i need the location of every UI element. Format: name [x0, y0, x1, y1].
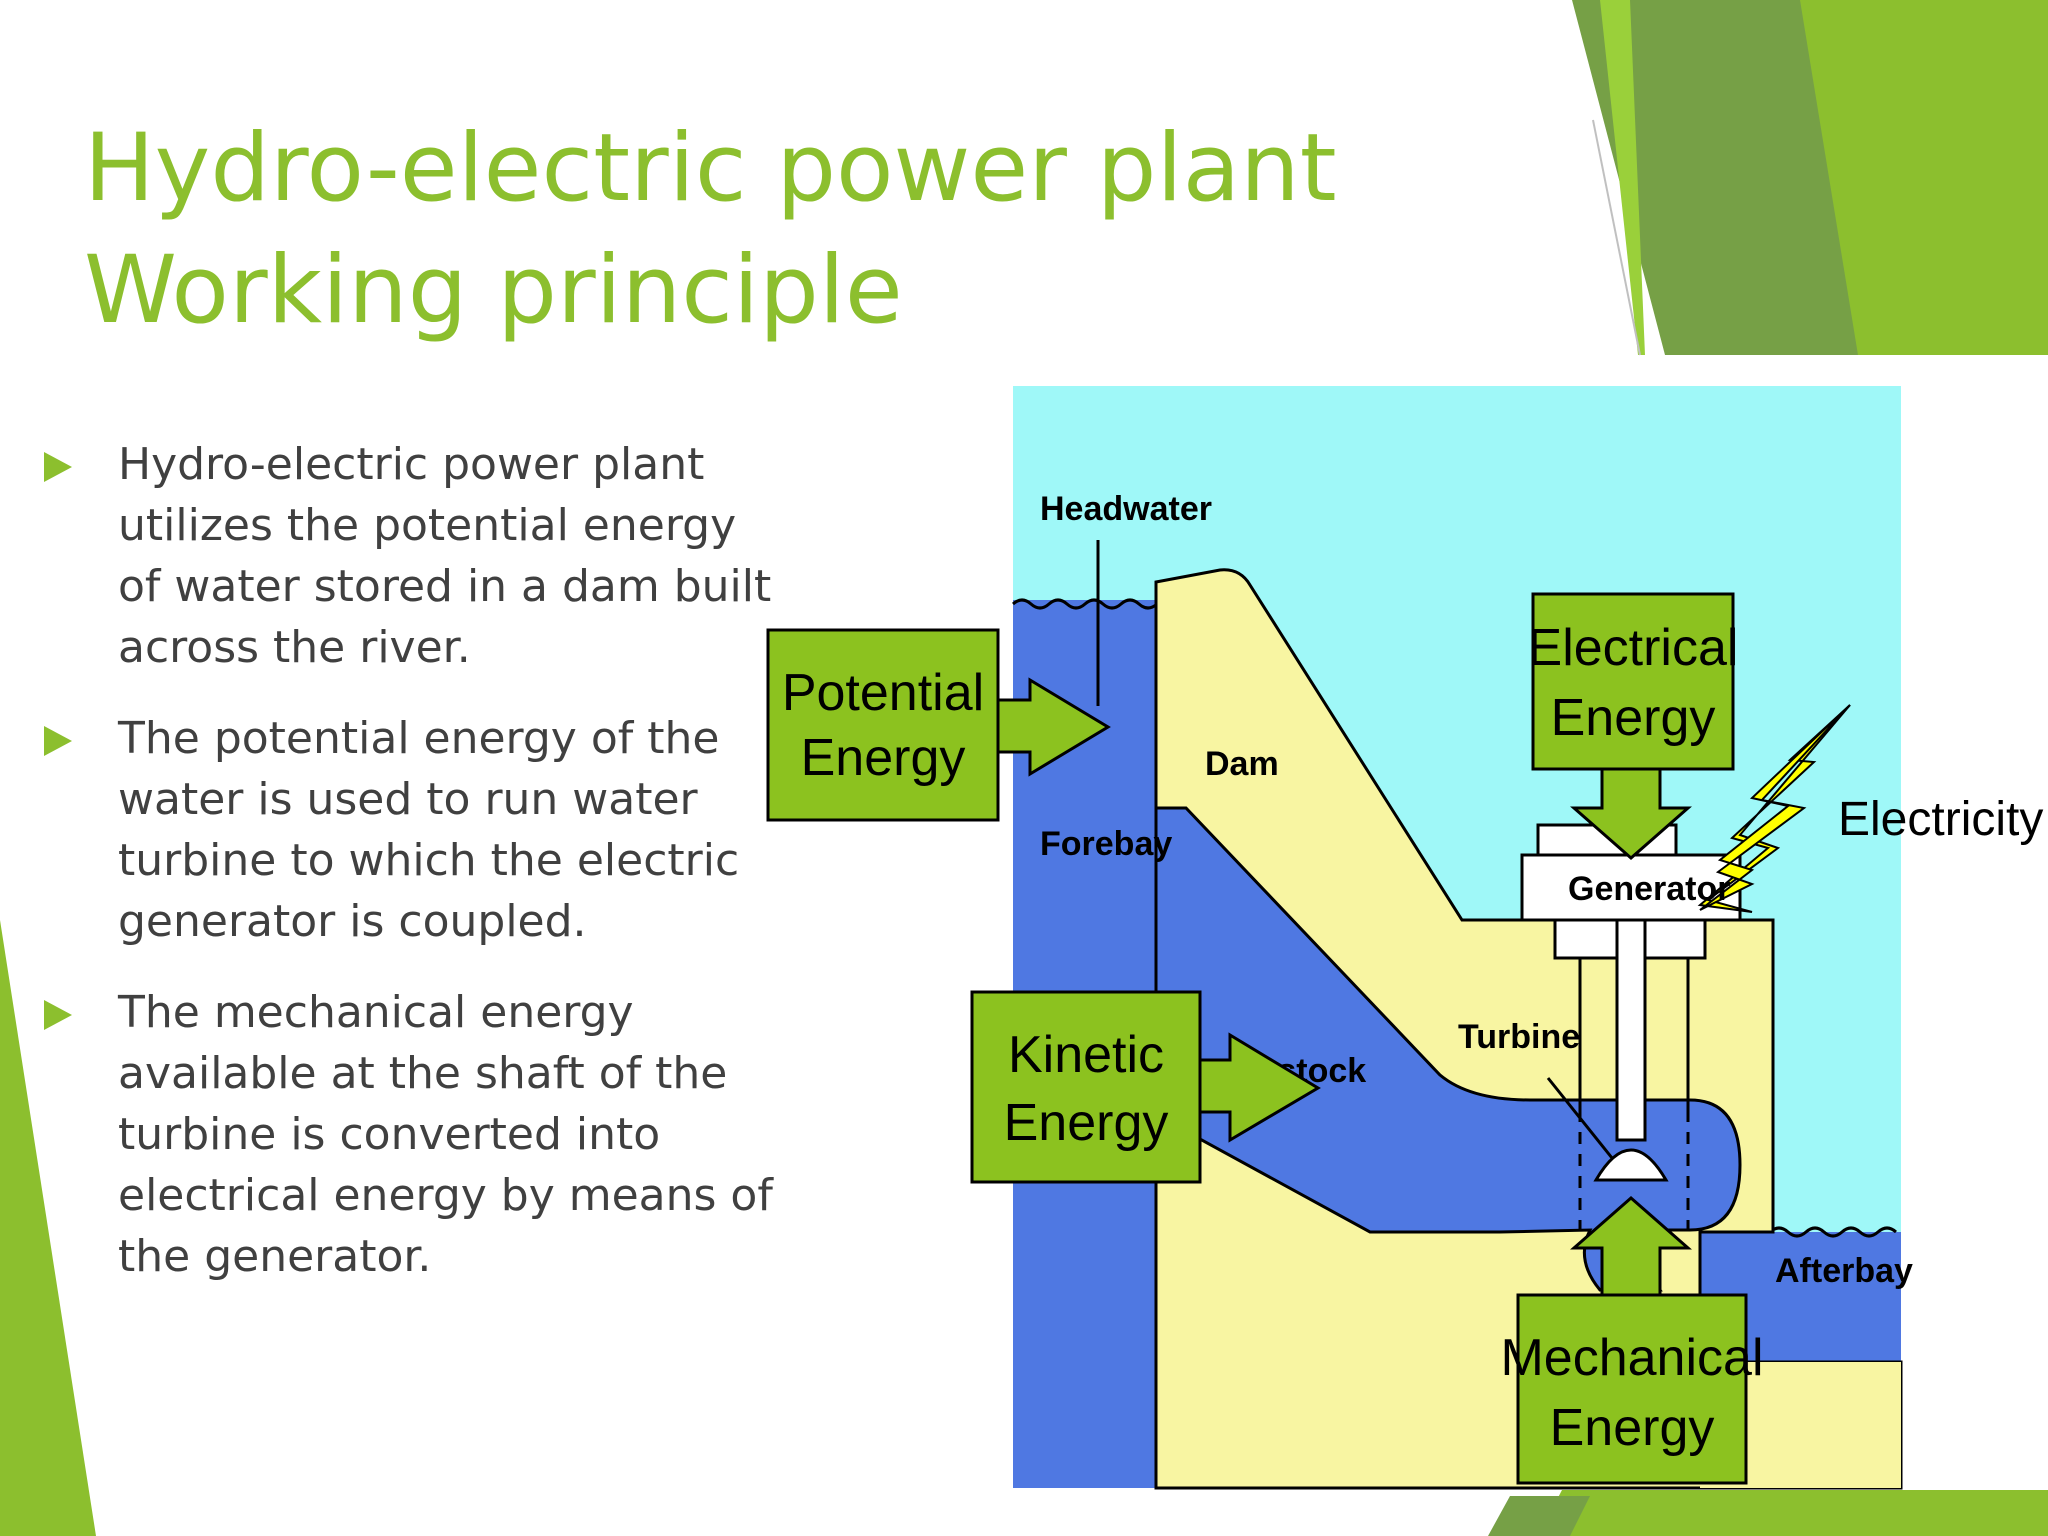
bullet-list: Hydro-electric power plant utilizes the …: [44, 434, 784, 1317]
slide-title: Hydro-electric power plant Working princ…: [84, 108, 1384, 352]
mechanical-energy-line2: Energy: [1550, 1399, 1715, 1457]
top-right-decor-line: [1592, 119, 1641, 356]
mechanical-energy-box: [1516, 1293, 1748, 1485]
bullet-item: The potential energy of the water is use…: [44, 708, 784, 952]
left-edge-decor: [0, 920, 96, 1536]
potential-energy-line1: Potential: [782, 664, 984, 722]
bullet-arrow-icon: [44, 1000, 72, 1030]
potential-energy-line2: Energy: [801, 729, 966, 787]
electricity-label: Electricity: [1838, 793, 2043, 846]
mechanical-energy-line1: Mechanical: [1500, 1329, 1763, 1387]
bullet-text: The mechanical energy available at the s…: [118, 987, 773, 1282]
kinetic-energy-arrow: [1198, 1032, 1321, 1143]
turbine-label: Turbine: [1458, 1018, 1580, 1056]
electrical-energy-box: [1531, 592, 1735, 771]
potential-energy-box: [766, 628, 1000, 822]
title-line-1: Hydro-electric power plant: [84, 114, 1337, 223]
electrical-energy-arrow: [1570, 767, 1692, 860]
penstock-channel: [1154, 806, 1742, 1292]
afterbay-wave: [1769, 1226, 1897, 1238]
forebay-label: Forebay: [1040, 825, 1172, 863]
mechanical-energy-arrow: [1570, 1196, 1692, 1297]
turbine-pointer: [1546, 1077, 1614, 1159]
bottom-right-decor-dark: [1488, 1496, 1590, 1536]
bullet-item: The mechanical energy available at the s…: [44, 982, 784, 1287]
kinetic-energy-line2: Energy: [1004, 1094, 1169, 1152]
kinetic-energy-line1: Kinetic: [1008, 1026, 1164, 1084]
generator-label: Generator: [1568, 870, 1731, 908]
title-line-2: Working principle: [84, 236, 903, 345]
kinetic-energy-box: [970, 990, 1202, 1184]
bullet-item: Hydro-electric power plant utilizes the …: [44, 434, 784, 678]
lightning-bolt-shape: [1699, 704, 1851, 911]
top-right-decor-sliver: [1600, 0, 1645, 355]
potential-energy-arrow: [996, 677, 1111, 777]
bottom-right-decor: [1538, 1490, 2048, 1536]
turbine-runner: [1593, 1148, 1669, 1182]
bullet-text: The potential energy of the water is use…: [118, 713, 740, 947]
bullet-arrow-icon: [44, 726, 72, 756]
headwater-label: Headwater: [1040, 490, 1212, 528]
electrical-energy-line1: Electrical: [1528, 619, 1739, 677]
bullet-text: Hydro-electric power plant utilizes the …: [118, 439, 772, 673]
dam-label: Dam: [1205, 745, 1279, 783]
reservoir-wave: [1012, 598, 1158, 610]
afterbay-label: Afterbay: [1775, 1252, 1913, 1290]
bullet-arrow-icon: [44, 452, 72, 482]
top-right-decor-light: [1800, 0, 2048, 355]
electrical-energy-line2: Energy: [1551, 689, 1716, 747]
turbine-shaft: [1615, 918, 1647, 1142]
lightning-bolt-icon: [1697, 704, 1851, 913]
